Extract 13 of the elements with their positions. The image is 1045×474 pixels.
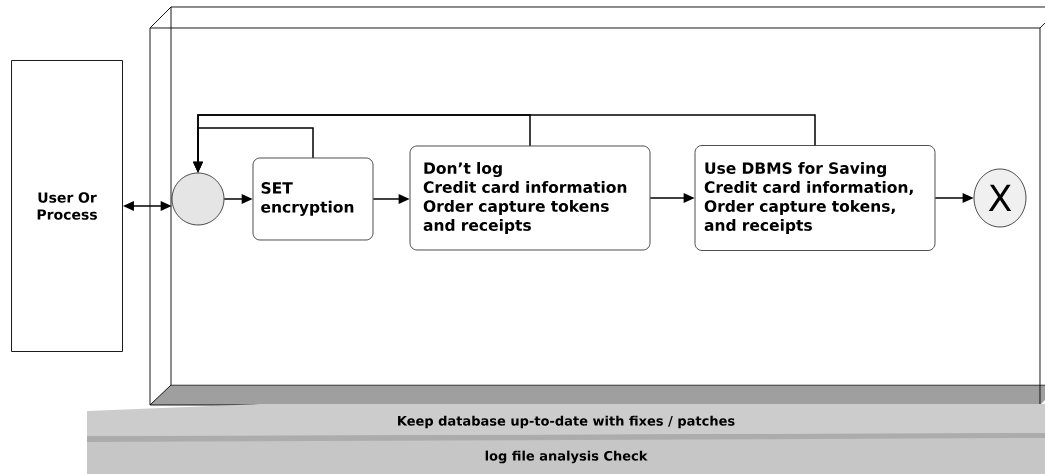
process-box: Use DBMS for Saving Credit card information, Order capture tokens, and receipts — [694, 145, 936, 251]
arrow — [372, 194, 410, 204]
arrow — [223, 194, 253, 204]
layer-band: log file analysis Check — [87, 433, 1045, 474]
layer-band: Keep database up-to-date with fixes / patches — [87, 404, 1045, 436]
process-box: Don’t log Credit card information Order capture tokens and receipts — [409, 145, 651, 251]
arrow — [122, 201, 172, 211]
start-circle — [171, 172, 225, 226]
process-box: SET encryption — [252, 157, 374, 241]
arrow — [934, 193, 974, 203]
arrow — [649, 193, 695, 203]
arrow — [193, 114, 816, 173]
actor-box: User Or Process — [11, 60, 123, 352]
